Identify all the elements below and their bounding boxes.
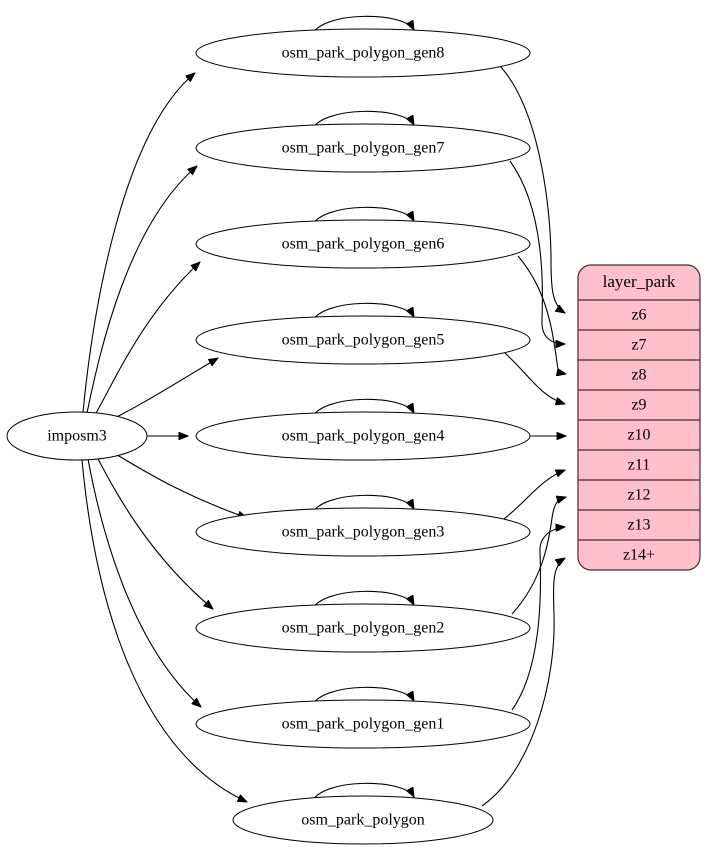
- edge-gen5-to-z9: [504, 352, 565, 404]
- gen5-label: osm_park_polygon_gen5: [282, 332, 445, 349]
- self-loop-gen2: [311, 590, 414, 611]
- self-loop-gen1: [311, 686, 414, 707]
- edge-gen6-to-z8: [517, 255, 566, 374]
- gen1-ellipse[interactable]: [195, 699, 531, 749]
- self-loop-edges: [311, 15, 414, 803]
- edge-imposm3-to-gen3: [111, 451, 247, 518]
- edge-gen8-to-z6: [499, 65, 565, 313]
- self-loop-gen5: [311, 302, 414, 323]
- self-loop-polygon: [311, 782, 414, 803]
- node-osm-park-polygon-gen5[interactable]: osm_park_polygon_gen5: [195, 315, 531, 365]
- layer-park-table[interactable]: layer_park z6 z7 z8 z9 z10 z11 z12 z13 z…: [577, 264, 701, 571]
- self-loop-gen8: [311, 15, 414, 36]
- node-imposm3[interactable]: imposm3: [6, 411, 148, 461]
- edge-imposm3-to-gen6: [94, 262, 200, 416]
- gen6-label: osm_park_polygon_gen6: [282, 236, 445, 253]
- edge-imposm3-to-gen8: [82, 73, 195, 413]
- node-osm-park-polygon-gen1[interactable]: osm_park_polygon_gen1: [195, 699, 531, 749]
- polygon-ellipse[interactable]: [232, 795, 494, 845]
- table-row-z6[interactable]: z6: [631, 307, 646, 324]
- table-row-z11[interactable]: z11: [628, 457, 651, 474]
- gen2-label: osm_park_polygon_gen2: [282, 620, 445, 637]
- gen4-ellipse[interactable]: [195, 411, 531, 461]
- node-osm-park-polygon[interactable]: osm_park_polygon: [232, 795, 494, 845]
- edge-imposm3-to-gen2: [96, 456, 213, 609]
- layer-park-header-label: layer_park: [603, 272, 676, 291]
- gen8-ellipse[interactable]: [195, 28, 531, 78]
- self-loop-gen3: [311, 494, 414, 515]
- gen6-ellipse[interactable]: [195, 219, 531, 269]
- node-osm-park-polygon-gen6[interactable]: osm_park_polygon_gen6: [195, 219, 531, 269]
- gen4-label: osm_park_polygon_gen4: [282, 428, 445, 445]
- gen3-ellipse[interactable]: [195, 507, 531, 557]
- edge-gen7-to-z7: [509, 160, 565, 344]
- edges-to-layer-park: [481, 65, 566, 807]
- node-osm-park-polygon-gen2[interactable]: osm_park_polygon_gen2: [195, 603, 531, 653]
- node-osm-park-polygon-gen3[interactable]: osm_park_polygon_gen3: [195, 507, 531, 557]
- gen7-label: osm_park_polygon_gen7: [282, 140, 445, 157]
- edge-gen3-to-z11: [503, 469, 565, 520]
- edge-imposm3-to-gen7: [86, 166, 197, 414]
- gen5-ellipse[interactable]: [195, 315, 531, 365]
- node-osm-park-polygon-gen8[interactable]: osm_park_polygon_gen8: [195, 28, 531, 78]
- edge-imposm3-to-gen1: [87, 458, 201, 707]
- table-row-z9[interactable]: z9: [631, 397, 646, 414]
- gen8-label: osm_park_polygon_gen8: [282, 45, 445, 62]
- table-row-z7[interactable]: z7: [631, 337, 646, 354]
- edge-gen1-to-z13: [511, 527, 565, 711]
- table-row-z8[interactable]: z8: [631, 367, 646, 384]
- imposm3-label: imposm3: [47, 428, 107, 445]
- gen2-ellipse[interactable]: [195, 603, 531, 653]
- self-loop-gen7: [311, 110, 414, 131]
- edge-imposm3-to-polygon: [81, 459, 247, 802]
- self-loop-gen6: [311, 206, 414, 227]
- node-osm-park-polygon-gen7[interactable]: osm_park_polygon_gen7: [195, 123, 531, 173]
- edges-from-imposm3: [81, 73, 247, 802]
- table-row-z13[interactable]: z13: [627, 517, 650, 534]
- polygon-label: osm_park_polygon: [301, 812, 425, 829]
- node-osm-park-polygon-gen4[interactable]: osm_park_polygon_gen4: [195, 411, 531, 461]
- table-row-z10[interactable]: z10: [627, 427, 650, 444]
- edge-gen2-to-z12: [511, 497, 566, 615]
- gen1-label: osm_park_polygon_gen1: [282, 716, 445, 733]
- gen7-ellipse[interactable]: [195, 123, 531, 173]
- edge-polygon-to-z14: [481, 558, 565, 807]
- table-row-z14plus[interactable]: z14+: [623, 547, 655, 564]
- gen3-label: osm_park_polygon_gen3: [282, 524, 445, 541]
- edge-imposm3-to-gen5: [109, 358, 218, 421]
- imposm3-ellipse[interactable]: [6, 411, 148, 461]
- table-row-z12[interactable]: z12: [627, 487, 650, 504]
- self-loop-gen4: [311, 398, 414, 419]
- table-background: [577, 264, 701, 571]
